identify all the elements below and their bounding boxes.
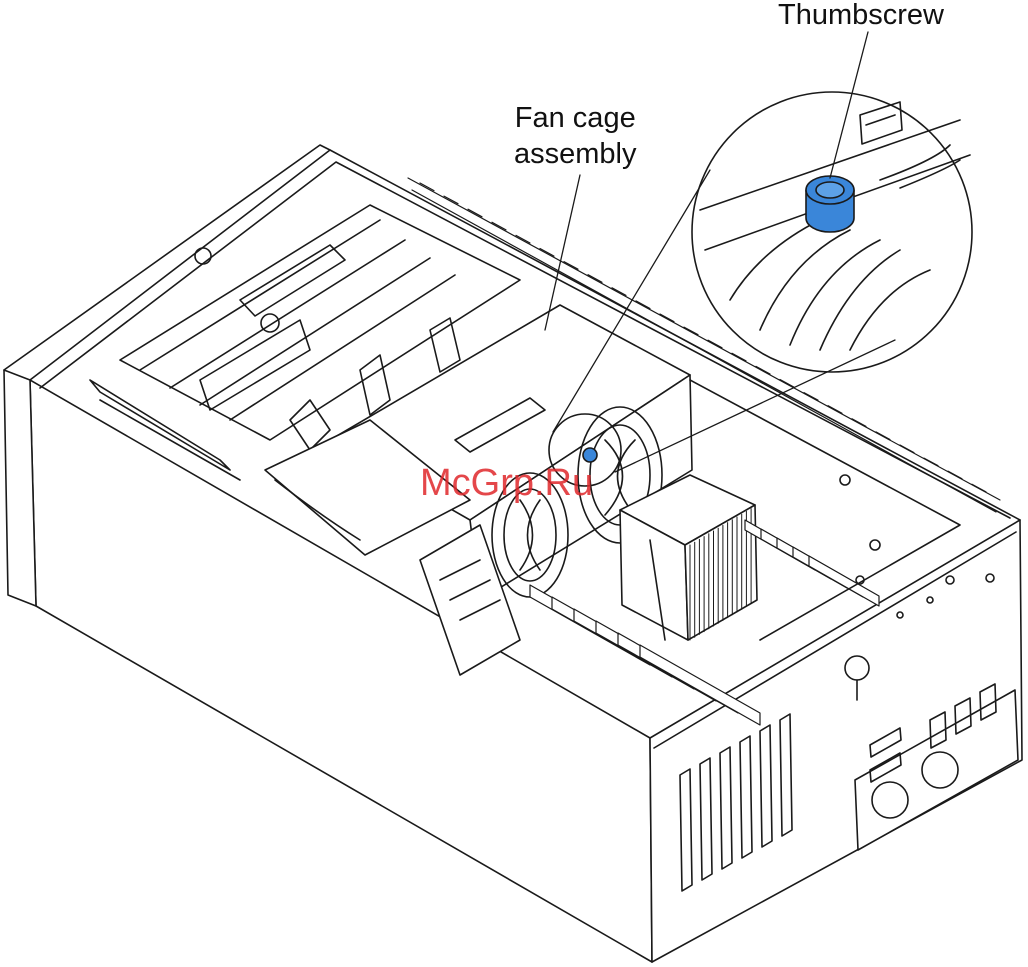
vent-slot	[660, 314, 674, 322]
vent-slot	[684, 327, 698, 335]
vent-slot	[492, 222, 506, 230]
expansion-slot-cover	[720, 747, 732, 869]
vent-slot	[804, 393, 818, 401]
vent-slot	[420, 183, 434, 191]
vent-slot	[732, 353, 746, 361]
thumbscrew-label: Thumbscrew	[778, 0, 944, 33]
vent-slot	[612, 288, 626, 296]
watermark: McGrp.Ru	[420, 462, 593, 505]
vent-slot	[852, 419, 866, 427]
vent-slot	[636, 301, 650, 309]
vent-slot	[756, 366, 770, 374]
expansion-slot-cover	[680, 769, 692, 891]
vent-slot	[828, 406, 842, 414]
vent-slot	[948, 471, 962, 479]
vent-slot	[540, 249, 554, 257]
vent-slot	[780, 380, 794, 388]
fan-cage-label-line2: assembly	[514, 136, 637, 172]
vent-slot	[708, 340, 722, 348]
expansion-slot-cover	[760, 725, 772, 847]
expansion-slot-cover	[700, 758, 712, 880]
vent-slot	[444, 196, 458, 204]
heat-sink	[620, 475, 757, 640]
fan-cage-assembly-label: Fan cage assembly	[514, 100, 637, 172]
thumbscrew-large	[806, 176, 854, 232]
vent-slot	[876, 432, 890, 440]
vent-slot	[468, 209, 482, 217]
fan-cage-label-line1: Fan cage	[514, 100, 637, 136]
vent-slot	[924, 458, 938, 466]
thumbscrew-magnified-view	[692, 92, 972, 372]
vent-slot	[564, 262, 578, 270]
vent-slot	[900, 445, 914, 453]
expansion-slot-cover	[780, 714, 792, 836]
vent-slot	[588, 275, 602, 283]
vent-slot	[516, 235, 530, 243]
dimm-module	[809, 556, 879, 606]
thumbscrew-small	[583, 448, 597, 462]
vent-slot	[972, 484, 986, 492]
expansion-slot-cover	[740, 736, 752, 858]
